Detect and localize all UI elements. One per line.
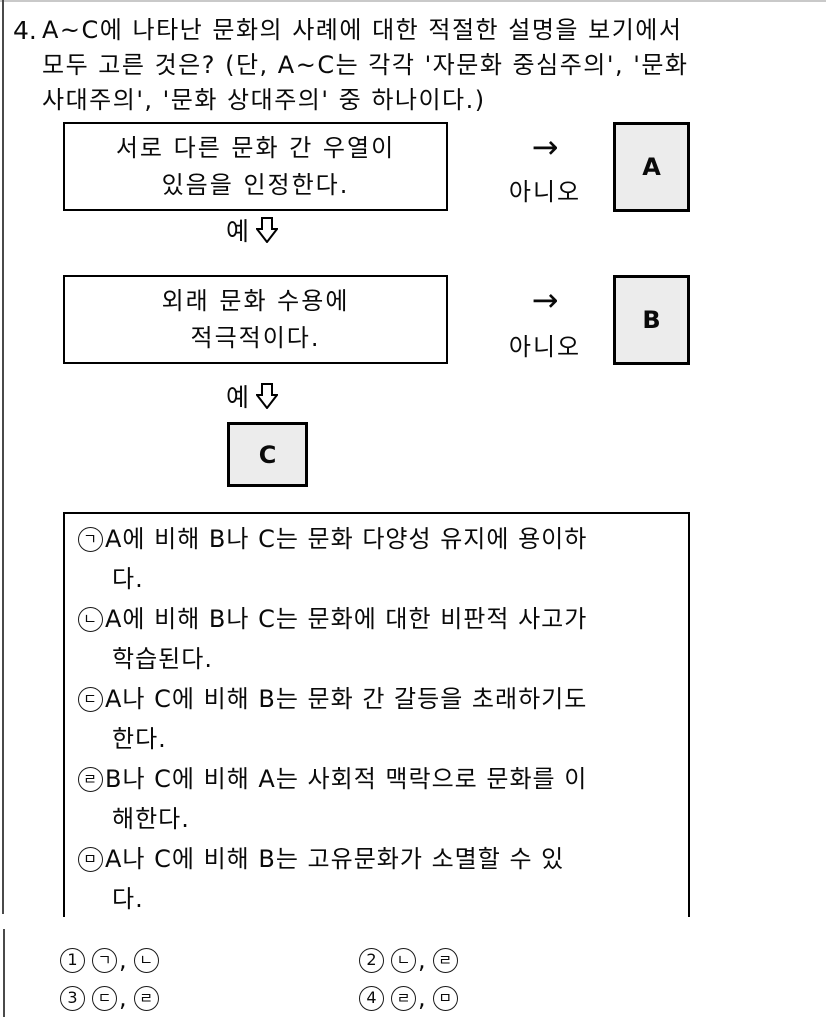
statement-line: A에 비해 B나 C는 문화에 대한 비판적 사고가	[105, 605, 588, 633]
yes-branch-2: 예	[177, 378, 327, 414]
right-arrow-icon: →	[531, 281, 559, 319]
answer-choice-4[interactable]: 4 ㄹ , ㅁ	[359, 984, 458, 1012]
answer-choice-2[interactable]: 2 ㄴ , ㄹ	[359, 946, 458, 974]
page-top-border	[0, 0, 826, 2]
circled-rieul-marker: ㄹ	[78, 767, 103, 792]
statement-1: ㄱ A에 비해 B나 C는 문화 다양성 유지에 용이하 다.	[65, 519, 688, 599]
separator: ,	[119, 984, 127, 1012]
circled-giyeok-marker: ㄱ	[78, 527, 103, 552]
circled-jamo-icon: ㄹ	[133, 985, 159, 1011]
statement-4: ㄹ B나 C에 비해 A는 사회적 맥락으로 문화를 이 해한다.	[65, 759, 688, 839]
statement-line: A나 C에 비해 B는 고유문화가 소멸할 수 있	[105, 845, 565, 873]
down-arrow-icon	[256, 217, 278, 243]
condition-line: 있음을 인정한다.	[161, 170, 350, 199]
result-box-c: C	[227, 422, 308, 487]
column-divider-lower	[3, 929, 5, 1017]
right-arrow-icon: →	[531, 128, 559, 166]
circled-jamo-icon: ㄴ	[133, 947, 159, 973]
condition-line: 서로 다른 문화 간 우열이	[115, 133, 396, 162]
result-box-a: A	[613, 122, 690, 212]
yes-label: 예	[225, 217, 249, 246]
statement-5: ㅁ A나 C에 비해 B는 고유문화가 소멸할 수 있 다.	[65, 839, 688, 919]
statement-line: B나 C에 비해 A는 사회적 맥락으로 문화를 이	[105, 765, 588, 793]
circled-jamo-icon: ㄴ	[391, 947, 416, 973]
no-label: 아니오	[508, 178, 582, 206]
statement-line: 학습된다.	[112, 645, 213, 673]
question-text: A~C에 나타난 문화의 사례에 대한 적절한 설명을 보기에서 모두 고른 것…	[42, 13, 826, 118]
answer-choice-3[interactable]: 3 ㄷ , ㄹ	[60, 984, 159, 1012]
down-arrow-icon	[256, 383, 278, 409]
circled-jamo-icon: ㄹ	[432, 947, 458, 973]
answer-choice-1[interactable]: 1 ㄱ , ㄴ	[60, 946, 159, 974]
result-box-b: B	[613, 275, 690, 365]
statement-2: ㄴ A에 비해 B나 C는 문화에 대한 비판적 사고가 학습된다.	[65, 599, 688, 679]
circled-jamo-icon: ㅁ	[432, 985, 458, 1011]
choice-number-icon: 4	[359, 985, 384, 1011]
statement-line: 다.	[112, 565, 144, 593]
flowchart-condition-2: 외래 문화 수용에 적극적이다.	[63, 275, 448, 364]
choice-number-icon: 1	[60, 947, 85, 973]
circled-jamo-icon: ㄱ	[92, 947, 117, 973]
separator: ,	[418, 946, 426, 974]
no-label: 아니오	[508, 333, 582, 361]
explanation-box: ㄱ A에 비해 B나 C는 문화 다양성 유지에 용이하 다. ㄴ A에 비해 …	[63, 512, 690, 917]
flowchart-condition-1: 서로 다른 문화 간 우열이 있음을 인정한다.	[63, 122, 448, 211]
circled-nieun-marker: ㄴ	[78, 607, 103, 632]
choice-number-icon: 2	[359, 947, 384, 973]
statement-line: A나 C에 비해 B는 문화 간 갈등을 초래하기도	[105, 685, 588, 713]
yes-branch-1: 예	[177, 212, 327, 248]
circled-tikeut-marker: ㄷ	[78, 687, 103, 712]
choice-number-icon: 3	[60, 985, 85, 1011]
circled-mieum-marker: ㅁ	[78, 847, 103, 872]
question-number: 4.	[13, 16, 37, 45]
statement-line: 다.	[112, 885, 144, 913]
circled-jamo-icon: ㄷ	[92, 985, 117, 1011]
statement-line: 해한다.	[112, 805, 190, 833]
statement-3: ㄷ A나 C에 비해 B는 문화 간 갈등을 초래하기도 한다.	[65, 679, 688, 759]
statement-line: 한다.	[112, 725, 167, 753]
statement-line: A에 비해 B나 C는 문화 다양성 유지에 용이하	[105, 525, 588, 553]
question-line: 모두 고른 것은? (단, A~C는 각각 '자문화 중심주의', '문화	[42, 51, 689, 79]
question-line: 사대주의', '문화 상대주의' 중 하나이다.)	[42, 86, 486, 114]
separator: ,	[119, 946, 127, 974]
yes-label: 예	[225, 383, 249, 412]
circled-jamo-icon: ㄹ	[391, 985, 416, 1011]
condition-line: 외래 문화 수용에	[161, 286, 350, 315]
question-line: A~C에 나타난 문화의 사례에 대한 적절한 설명을 보기에서	[42, 16, 683, 44]
separator: ,	[418, 984, 426, 1012]
condition-line: 적극적이다.	[190, 323, 321, 352]
column-divider-upper	[2, 0, 4, 914]
